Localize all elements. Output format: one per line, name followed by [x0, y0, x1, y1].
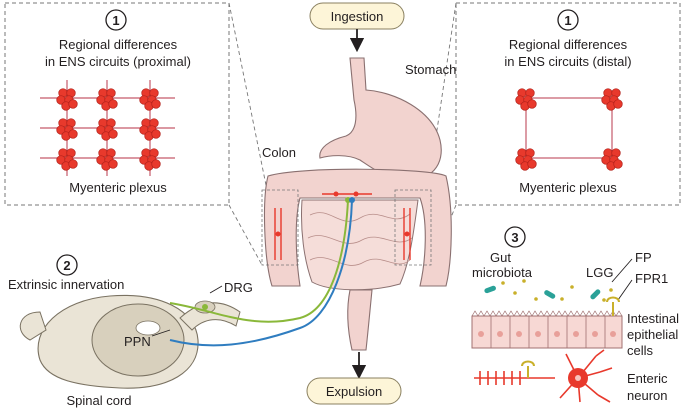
stomach-label: Stomach: [405, 62, 456, 77]
colon-ens-markers: [274, 193, 411, 260]
enteric-neuron-label-line1: Enteric: [627, 371, 668, 386]
left-panel-number-badge: 1: [105, 9, 127, 31]
colon-label: Colon: [262, 145, 296, 160]
left-panel-title-line2: in ENS circuits (proximal): [45, 54, 191, 69]
left-panel-title-line1: Regional differences: [59, 37, 178, 52]
distal-plexus-network: [525, 97, 613, 159]
extrinsic-number-badge: 2: [56, 254, 78, 276]
extrinsic-section: 2 Extrinsic innervation DRG PPN Spinal c…: [8, 197, 355, 408]
right-panel-number-badge: 1: [557, 9, 579, 31]
bacteria: [484, 285, 601, 300]
ingestion-label: Ingestion: [331, 9, 384, 24]
enteric-neuron-illustration: [474, 349, 613, 403]
svg-text:2: 2: [63, 258, 70, 273]
gut-microbiota-label-line1: Gut: [490, 250, 511, 265]
spinal-cord-illustration: [19, 294, 241, 389]
gut-microbiota-label-line2: microbiota: [472, 265, 533, 280]
svg-text:1: 1: [564, 13, 571, 28]
svg-text:1: 1: [112, 13, 119, 28]
ppn-label: PPN: [124, 334, 151, 349]
expulsion-pill: Expulsion: [306, 377, 402, 405]
intestinal-epithelial-label-line1: Intestinal: [627, 311, 679, 326]
enteric-neuron-label-line2: neuron: [627, 388, 667, 403]
proximal-ganglia: [56, 88, 161, 171]
small-intestine-shape: [301, 199, 419, 291]
spinal-cord-label: Spinal cord: [66, 393, 131, 408]
svg-text:3: 3: [511, 230, 518, 245]
intestinal-epithelial-label-line3: cells: [627, 343, 654, 358]
neuron-fpr1-receptor: [521, 360, 535, 378]
intestinal-epithelial-label-line2: epithelial: [627, 327, 678, 342]
fpr1-label: FPR1: [635, 271, 668, 286]
blue-efferent-fiber: [169, 199, 353, 347]
left-panel-caption: Myenteric plexus: [69, 180, 167, 195]
rectum-shape: [347, 289, 373, 351]
fpr1-receptor: [606, 296, 620, 316]
gut-illustration: [261, 57, 452, 351]
right-panel-title-line1: Regional differences: [509, 37, 628, 52]
ingestion-pill: Ingestion: [309, 2, 405, 30]
epithelial-layer: [471, 296, 623, 349]
microbiota-number-badge: 3: [504, 226, 526, 248]
drg-label: DRG: [224, 280, 253, 295]
fp-label: FP: [635, 250, 652, 265]
extrinsic-title: Extrinsic innervation: [8, 277, 124, 292]
lgg-label: LGG: [586, 265, 613, 280]
stomach-shape: [319, 57, 442, 181]
expulsion-label: Expulsion: [326, 384, 382, 399]
microbiota-section: 3 Gut microbiota LGG FP FPR1: [471, 226, 679, 403]
green-afferent-fiber: [169, 199, 349, 323]
right-panel-title-line2: in ENS circuits (distal): [504, 54, 631, 69]
right-panel-caption: Myenteric plexus: [519, 180, 617, 195]
left-panel: 1 Regional differences in ENS circuits (…: [4, 2, 230, 206]
right-panel: 1 Regional differences in ENS circuits (…: [455, 2, 681, 206]
